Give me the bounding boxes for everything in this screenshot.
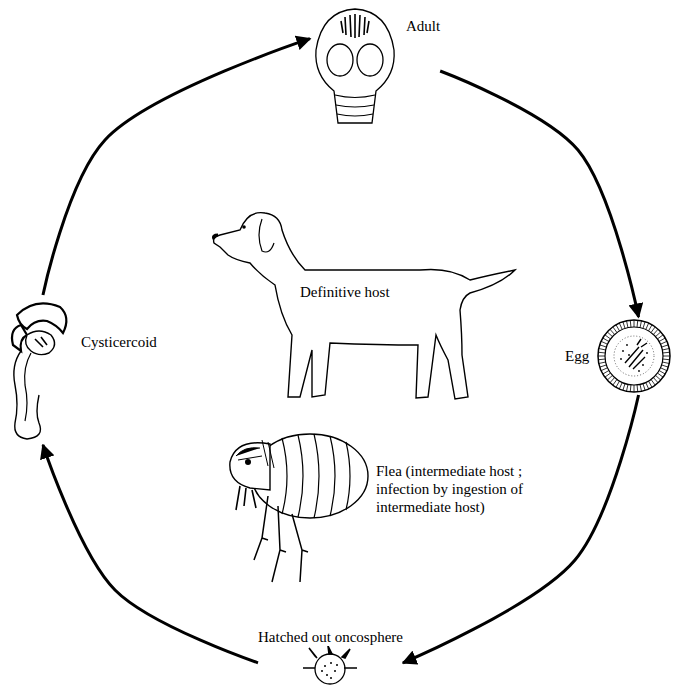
egg-stage: Egg [565, 317, 673, 395]
stage-label: Adult [406, 17, 440, 35]
definitive-host: Definitive host [200, 185, 520, 410]
adult-stage: Adult [310, 5, 440, 125]
cycle-arrow [403, 395, 639, 663]
stage-label: Egg [565, 347, 589, 365]
oncosphere-stage: Hatched out oncosphere [258, 628, 403, 686]
intermediate-host: Flea (intermediate host ; infection by i… [222, 410, 551, 590]
flea-drawing [222, 410, 372, 590]
host-label: Definitive host [300, 283, 390, 301]
oncosphere-drawing [295, 646, 365, 686]
stage-label: Cysticercoid [81, 333, 157, 351]
cysticercoid-stage: Cysticercoid [5, 295, 157, 445]
stage-label: Hatched out oncosphere [258, 628, 403, 646]
egg-drawing [595, 317, 673, 395]
stage-label: Flea (intermediate host ; infection by i… [376, 462, 551, 516]
adult-tapeworm [310, 5, 400, 125]
cycle-arrow [43, 445, 258, 663]
cysticercoid-drawing [5, 295, 75, 445]
